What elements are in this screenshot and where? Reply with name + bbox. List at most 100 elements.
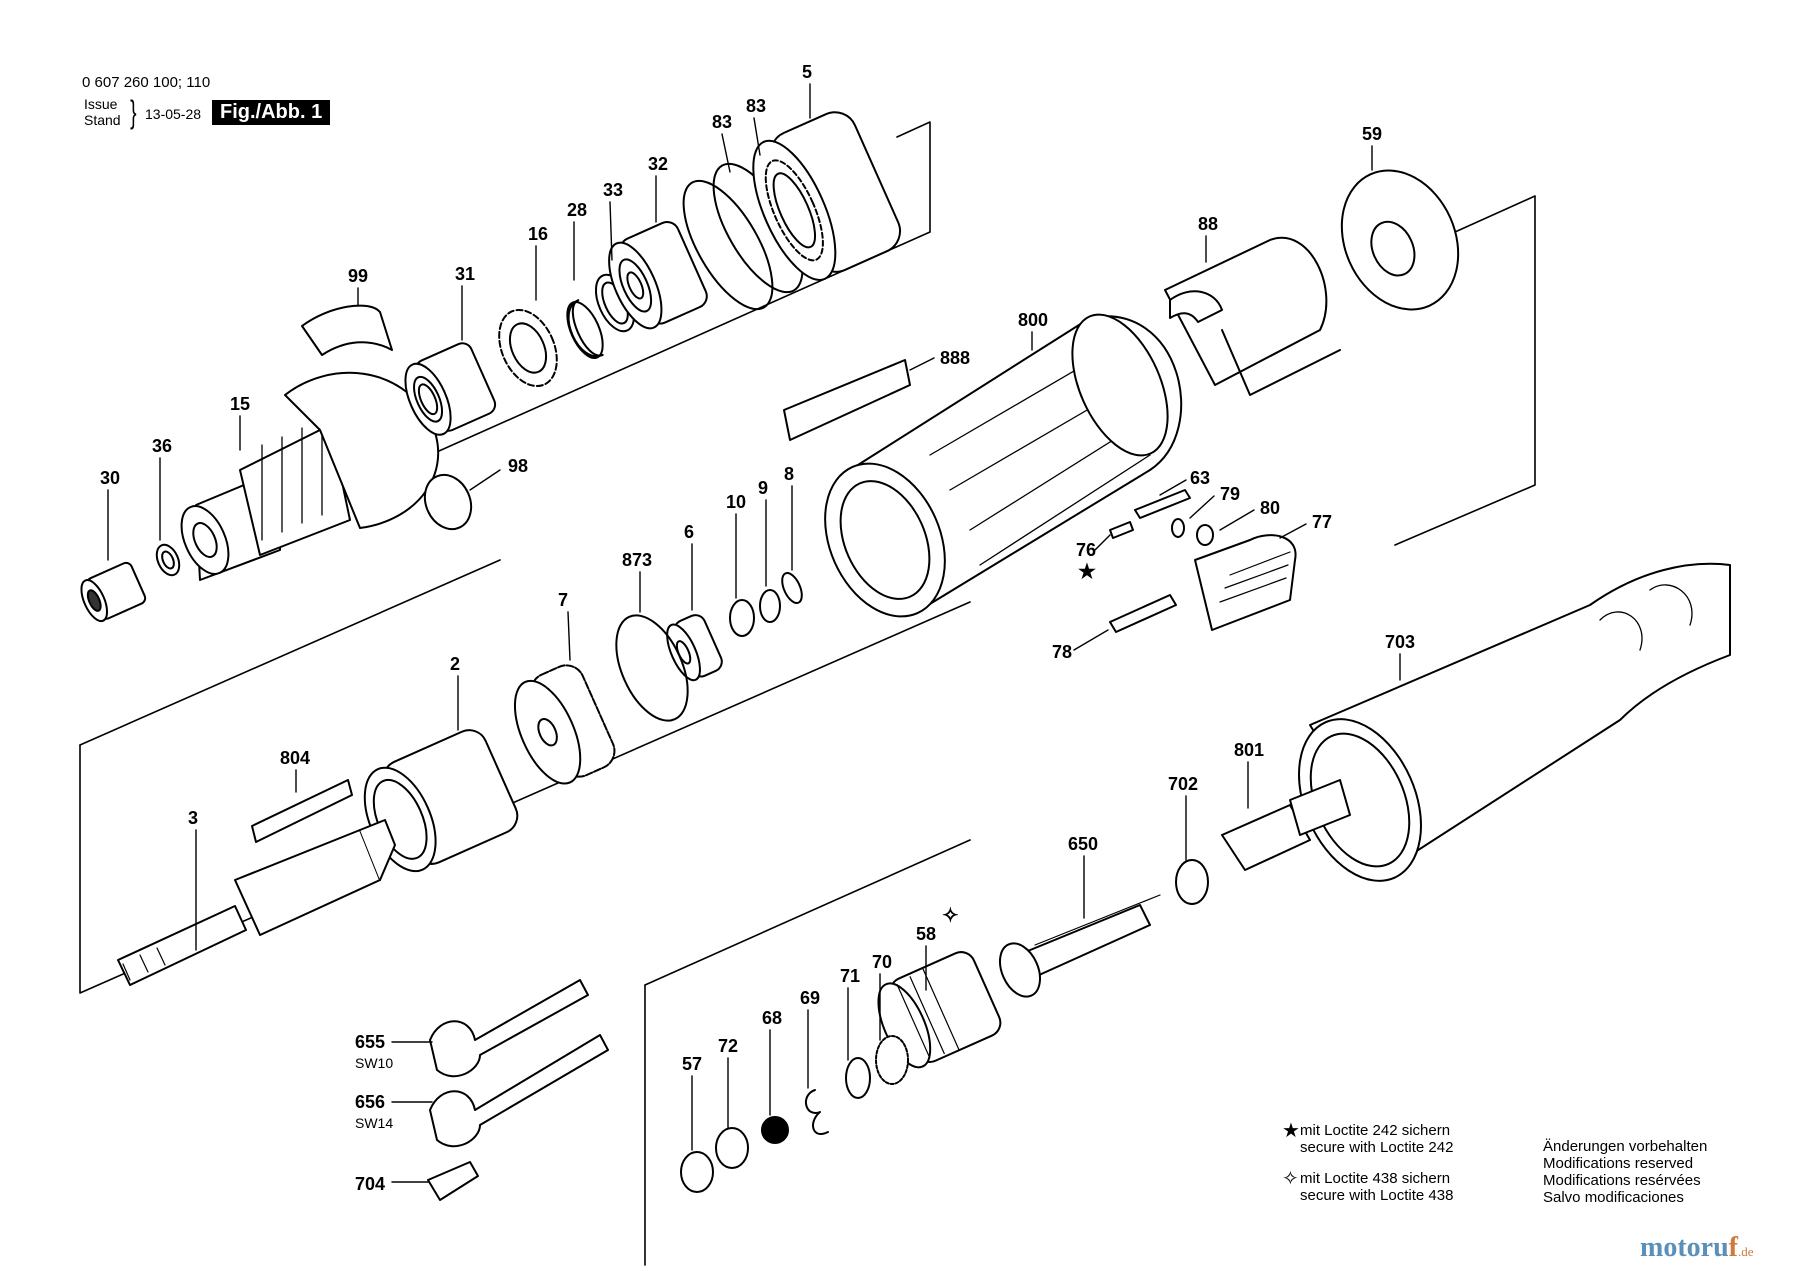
part-label-33: 33	[603, 180, 623, 200]
part-label-80: 80	[1260, 498, 1280, 518]
part-label-99: 99	[348, 266, 368, 286]
part-label-2: 2	[450, 654, 460, 674]
part-16-washer	[498, 308, 558, 388]
part-label-15: 15	[230, 394, 250, 414]
part-656-wrench	[429, 1034, 609, 1148]
part-label-703: 703	[1385, 632, 1415, 652]
brand-a: motoru	[1640, 1232, 1729, 1263]
leader-line-83	[753, 117, 761, 156]
part-702-clamp	[1175, 859, 1209, 905]
issue-label: Issue	[84, 96, 118, 112]
star-symbol-marker: ★	[1078, 561, 1096, 583]
part-59-cap	[1340, 169, 1460, 311]
wrench-size-sw10: SW10	[355, 1055, 393, 1071]
part-label-704: 704	[355, 1174, 385, 1194]
part-label-36: 36	[152, 436, 172, 456]
part-2-housing	[363, 729, 519, 873]
leader-line-83	[721, 133, 731, 173]
part-label-801: 801	[1234, 740, 1264, 760]
brace-symbol: }	[130, 94, 137, 130]
part-label-58: 58	[916, 924, 936, 944]
part-801-sleeve	[1221, 804, 1311, 871]
part-10-washer	[729, 599, 755, 637]
part-888-label	[783, 359, 911, 441]
part-31-bearing	[404, 342, 497, 436]
stand-label: Stand	[84, 112, 121, 128]
note-loctite-438-de: mit Loctite 438 sichern	[1300, 1170, 1451, 1187]
note-loctite-438: mit Loctite 438 sichern secure with Loct…	[1300, 1170, 1453, 1204]
star-symbol: ★	[1282, 1120, 1300, 1142]
leader-line-79	[1189, 495, 1215, 519]
part-77-plate	[1194, 534, 1297, 631]
leader-line-78	[1073, 629, 1109, 651]
part-6-bearing	[666, 614, 723, 682]
part-36-clip	[155, 543, 181, 577]
part-873-oring	[615, 614, 689, 722]
part-label-8: 8	[784, 464, 794, 484]
part-label-63: 63	[1190, 468, 1210, 488]
part-label-655: 655	[355, 1032, 385, 1052]
part-label-702: 702	[1168, 774, 1198, 794]
note-loctite-242-de: mit Loctite 242 sichern	[1300, 1122, 1451, 1139]
part-5-ringgear	[752, 111, 902, 281]
part-650-nipple	[998, 894, 1161, 998]
note-modifications: Änderungen vorbehalten Modifications res…	[1543, 1138, 1707, 1206]
part-70-filter	[875, 1035, 909, 1085]
leader-line-77	[1279, 523, 1307, 539]
part-label-69: 69	[800, 988, 820, 1008]
part-79-ring	[1171, 518, 1185, 538]
panel-outlines	[79, 121, 1536, 1266]
part-98-oring	[423, 473, 473, 531]
part-703-hose	[1298, 562, 1731, 882]
part-label-6: 6	[684, 522, 694, 542]
part-9-washer	[759, 589, 781, 623]
part-801-fitting	[1289, 779, 1351, 836]
leader-line-98	[469, 469, 501, 491]
part-label-70: 70	[872, 952, 892, 972]
issue-date: 13-05-28	[145, 106, 202, 122]
brand-domain: .de	[1737, 1244, 1754, 1259]
note-loctite-242: mit Loctite 242 sichern secure with Loct…	[1300, 1122, 1453, 1156]
part-72-washer	[715, 1127, 749, 1169]
part-15-housing	[180, 371, 440, 581]
note-mod-de: Änderungen vorbehalten	[1543, 1138, 1708, 1155]
part-69-spring	[805, 1089, 829, 1135]
part-83-oring-a	[682, 179, 774, 311]
part-704-collet	[427, 1161, 479, 1201]
part-800-cylinder	[824, 313, 1183, 618]
part-71-ring	[845, 1057, 871, 1099]
part-8-ring	[781, 572, 803, 604]
part-label-656: 656	[355, 1092, 385, 1112]
leader-line-33	[609, 201, 613, 261]
part-label-79: 79	[1220, 484, 1240, 504]
figure-label: Fig./Abb. 1	[212, 100, 331, 125]
part-76-screw	[1109, 521, 1134, 539]
part-label-804: 804	[280, 748, 310, 768]
part-99-label	[301, 304, 393, 356]
part-label-59: 59	[1362, 124, 1382, 144]
note-loctite-438-en: secure with Loctite 438	[1300, 1187, 1454, 1204]
part-label-873: 873	[622, 550, 652, 570]
part-655-wrench	[429, 979, 589, 1078]
part-label-77: 77	[1312, 512, 1332, 532]
part-58-fitting	[877, 951, 1002, 1069]
part-label-16: 16	[528, 224, 548, 244]
part-32-bearing	[608, 221, 708, 330]
part-804-blade	[251, 779, 353, 843]
part-label-10: 10	[726, 492, 746, 512]
leader-line-80	[1219, 509, 1255, 531]
cross-symbol-marker: ✧	[942, 905, 959, 927]
leader-lines	[107, 83, 1401, 1183]
part-label-9: 9	[758, 478, 768, 498]
part-label-88: 88	[1198, 214, 1218, 234]
leader-line-76	[1094, 534, 1111, 551]
part-label-83: 83	[712, 112, 732, 132]
part-78-pin	[1109, 594, 1177, 633]
note-loctite-242-en: secure with Loctite 242	[1300, 1139, 1454, 1156]
part-30-nut	[80, 561, 147, 623]
leader-line-888	[909, 357, 935, 371]
part-57-washer	[680, 1151, 714, 1193]
note-mod-es: Salvo modificaciones	[1543, 1189, 1684, 1206]
brand-b: f	[1728, 1232, 1738, 1263]
